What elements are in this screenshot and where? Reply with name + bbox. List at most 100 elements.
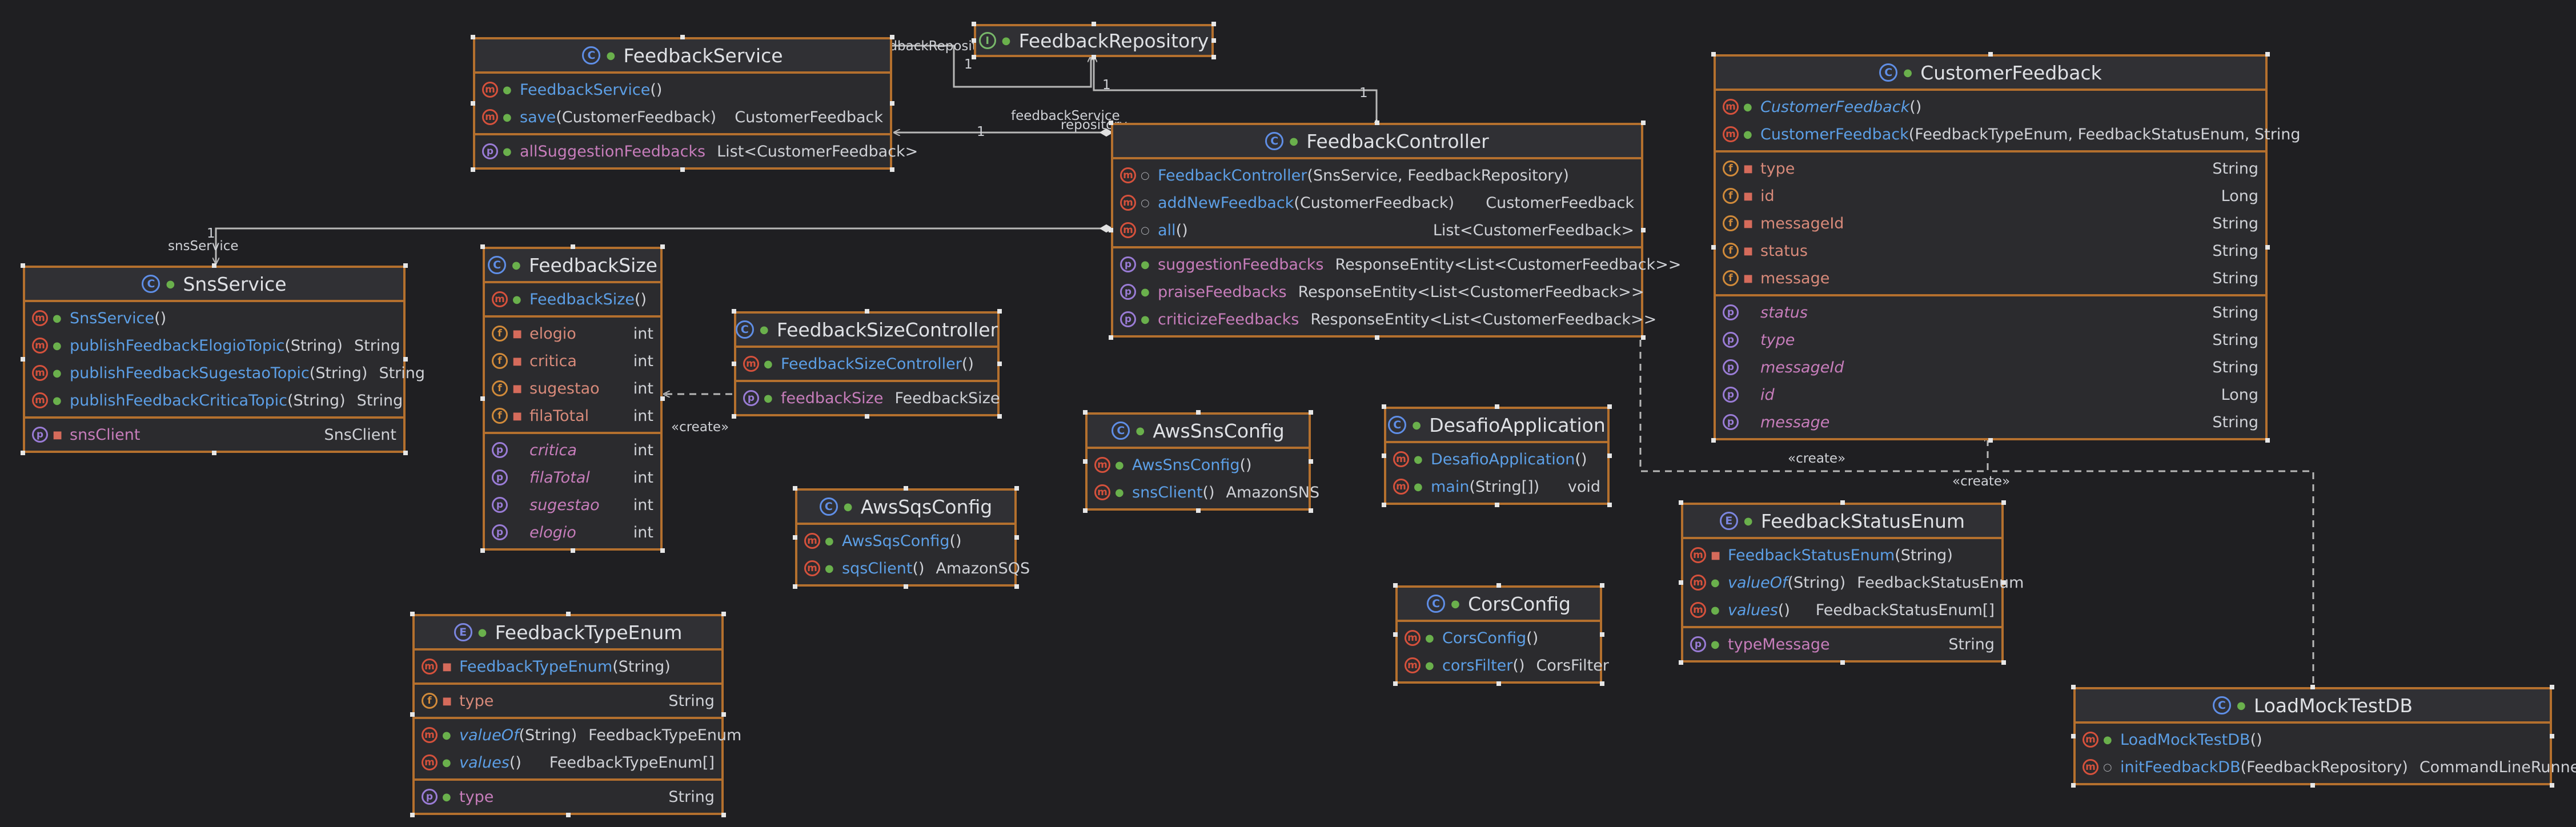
selection-handle[interactable] (471, 35, 475, 39)
selection-handle[interactable] (1679, 580, 1683, 585)
selection-handle[interactable] (1382, 503, 1386, 507)
member-row[interactable]: m●FeedbackService() (475, 76, 890, 103)
selection-handle[interactable] (1393, 583, 1398, 588)
selection-handle[interactable] (1641, 228, 1646, 232)
selection-handle[interactable] (890, 101, 894, 106)
selection-handle[interactable] (732, 414, 736, 419)
selection-handle[interactable] (2001, 500, 2006, 505)
selection-handle[interactable] (2550, 734, 2554, 738)
selection-handle[interactable] (680, 167, 685, 172)
selection-handle[interactable] (721, 712, 726, 717)
selection-handle[interactable] (904, 584, 908, 589)
selection-handle[interactable] (2071, 783, 2076, 788)
member-row[interactable]: m●publishFeedbackSugestaoTopic(String)St… (25, 359, 425, 387)
selection-handle[interactable] (1109, 228, 1113, 232)
selection-handle[interactable] (972, 38, 976, 43)
selection-handle[interactable] (1679, 500, 1683, 505)
selection-handle[interactable] (21, 451, 25, 455)
selection-handle[interactable] (1195, 410, 1201, 415)
selection-handle[interactable] (1382, 404, 1386, 409)
member-row[interactable]: m●CorsConfig() (1398, 624, 1600, 652)
selection-handle[interactable] (471, 101, 475, 106)
selection-handle[interactable] (1092, 55, 1096, 59)
member-row[interactable]: m●sqsClient()AmazonSQS (797, 555, 1030, 582)
member-row[interactable]: m■FeedbackStatusEnum(String) (1683, 541, 2001, 569)
selection-handle[interactable] (1494, 404, 1499, 409)
selection-handle[interactable] (2001, 660, 2006, 665)
selection-handle[interactable] (1393, 632, 1398, 637)
selection-handle[interactable] (1083, 410, 1088, 415)
selection-handle[interactable] (212, 451, 216, 455)
selection-handle[interactable] (1014, 584, 1019, 589)
selection-handle[interactable] (2265, 245, 2270, 250)
selection-handle[interactable] (212, 263, 216, 268)
selection-handle[interactable] (1711, 245, 1716, 250)
selection-handle[interactable] (680, 35, 685, 39)
selection-handle[interactable] (1496, 583, 1501, 588)
selection-handle[interactable] (2310, 685, 2315, 689)
selection-handle[interactable] (1092, 22, 1096, 26)
selection-handle[interactable] (1014, 535, 1019, 540)
selection-handle[interactable] (732, 309, 736, 314)
selection-handle[interactable] (997, 309, 1002, 314)
selection-handle[interactable] (471, 167, 475, 172)
selection-handle[interactable] (1607, 503, 1612, 507)
selection-handle[interactable] (1988, 438, 1993, 443)
member-row[interactable]: m●LoadMockTestDB() (2076, 726, 2550, 753)
selection-handle[interactable] (864, 414, 869, 419)
selection-handle[interactable] (1607, 404, 1612, 409)
selection-handle[interactable] (410, 712, 415, 717)
selection-handle[interactable] (1711, 438, 1716, 443)
selection-handle[interactable] (721, 612, 726, 616)
selection-handle[interactable] (410, 813, 415, 817)
selection-handle[interactable] (1211, 38, 1216, 43)
selection-handle[interactable] (1309, 459, 1313, 464)
selection-handle[interactable] (2550, 783, 2554, 788)
member-row[interactable]: m●FeedbackSize() (485, 286, 660, 313)
selection-handle[interactable] (1211, 55, 1216, 59)
selection-handle[interactable] (997, 362, 1002, 366)
selection-handle[interactable] (480, 396, 485, 401)
selection-handle[interactable] (972, 55, 976, 59)
selection-handle[interactable] (1195, 508, 1201, 513)
selection-handle[interactable] (997, 414, 1002, 419)
member-row[interactable]: m●publishFeedbackElogioTopic(String)Stri… (25, 332, 403, 359)
member-row[interactable]: m●AwsSnsConfig() (1088, 451, 1309, 479)
selection-handle[interactable] (1607, 453, 1612, 458)
class-feedback-repository[interactable]: I● FeedbackRepository (974, 24, 1214, 57)
selection-handle[interactable] (570, 548, 575, 553)
member-row[interactable]: m●snsClient()AmazonSNS (1088, 479, 1319, 506)
selection-handle[interactable] (403, 451, 408, 455)
selection-handle[interactable] (660, 396, 665, 401)
member-row[interactable]: m○initFeedbackDB(FeedbackRepository)Comm… (2076, 753, 2576, 781)
selection-handle[interactable] (972, 22, 976, 26)
selection-handle[interactable] (1711, 52, 1716, 57)
member-row[interactable]: m●values()FeedbackTypeEnum[] (415, 749, 721, 776)
member-row[interactable]: m●valueOf(String)FeedbackTypeEnum (415, 721, 741, 749)
